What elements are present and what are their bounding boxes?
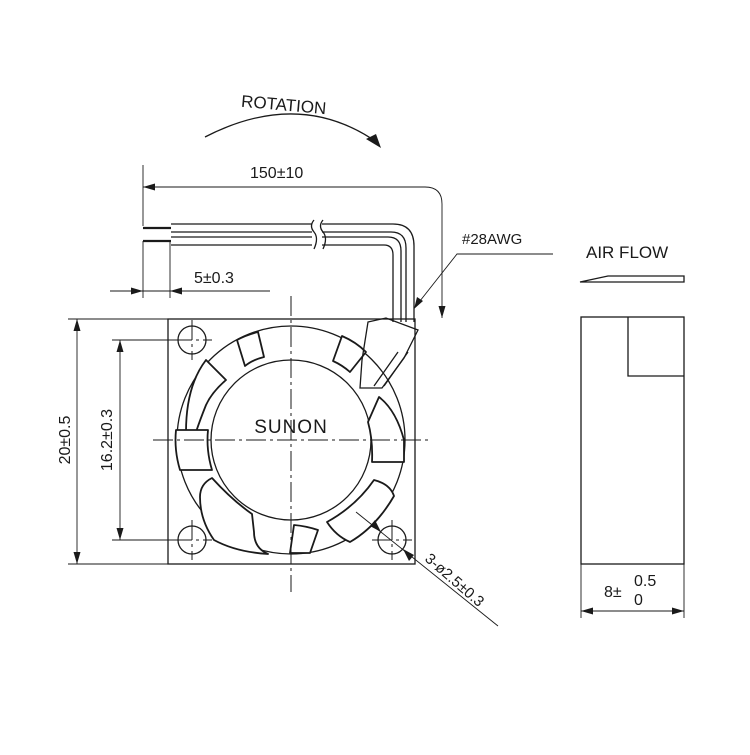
wire-exit-line-2 — [383, 351, 409, 387]
wire-gauge-arrowhead — [414, 297, 423, 309]
cable-length-label: 150±10 — [250, 165, 303, 182]
rotation-arrowhead — [366, 134, 381, 148]
cable-length-dimension: 150±10 — [142, 165, 446, 318]
fan-blade-6 — [289, 524, 319, 554]
wire-exit-line-1 — [373, 351, 399, 387]
brand-logo-text: SUNON — [254, 417, 328, 438]
mount-hole-callout: 3-ø2.5±0.3 — [355, 511, 499, 627]
air-flow-indicator: AIR FLOW — [579, 243, 685, 283]
rotation-arc — [204, 113, 379, 144]
side-view-body — [580, 316, 685, 565]
wire-gauge-callout: #28AWG — [414, 231, 553, 309]
mount-hole-arrow-1 — [370, 520, 381, 532]
wire-2-inner — [171, 244, 394, 322]
wire-1-inner — [171, 231, 407, 322]
wire-2-outer — [171, 236, 402, 322]
fan-front-view: SUNON — [153, 296, 432, 592]
wire-spacing-arrow-right — [170, 287, 182, 295]
hole-pitch-label: 16.2±0.3 — [99, 409, 116, 471]
thickness-arrow-right — [672, 607, 684, 615]
mount-hole-arrow-2 — [403, 549, 414, 561]
wire-spacing-dimension: 5±0.3 — [110, 241, 270, 298]
cable-length-arrow-bottom — [438, 306, 446, 318]
thickness-arrow-left — [581, 607, 593, 615]
cable-length-arrow-left — [143, 183, 155, 191]
fan-blade-1 — [185, 359, 227, 433]
outer-size-arrow-bottom — [73, 552, 81, 564]
side-view-wire-notch — [627, 317, 684, 377]
fan-blade-7 — [199, 477, 269, 555]
fan-blade-3 — [332, 335, 367, 373]
lead-wires — [143, 219, 415, 322]
air-flow-label: AIR FLOW — [586, 243, 668, 262]
wire-spacing-arrow-left — [131, 287, 143, 295]
thickness-base-label: 8± — [604, 584, 622, 601]
mount-hole-label: 3-ø2.5±0.3 — [421, 550, 487, 610]
wire-gauge-label: #28AWG — [462, 231, 522, 248]
wire-1-outer — [171, 223, 415, 322]
hole-pitch-dimension: 16.2±0.3 — [99, 339, 176, 541]
outer-size-dimension: 20±0.5 — [57, 318, 168, 565]
hole-pitch-arrow-bottom — [116, 528, 124, 540]
thickness-lower-tolerance: 0 — [634, 592, 643, 609]
air-flow-arrow — [579, 275, 685, 283]
wire-exit-channel — [359, 317, 419, 389]
fan-blade-2 — [236, 331, 265, 367]
wire-gauge-leader — [415, 253, 553, 307]
fan-blade-8 — [174, 429, 213, 471]
fan-blade-5 — [326, 479, 395, 543]
fan-blade-4 — [367, 396, 405, 463]
outer-size-arrow-top — [73, 319, 81, 331]
outer-size-label: 20±0.5 — [57, 415, 74, 464]
cable-length-dimension-line — [143, 186, 443, 318]
thickness-upper-tolerance: 0.5 — [634, 573, 656, 590]
hole-pitch-arrow-top — [116, 340, 124, 352]
rotation-label: ROTATION — [240, 92, 327, 118]
rotation-indicator: ROTATION — [204, 92, 381, 148]
wire-spacing-label: 5±0.3 — [194, 270, 234, 287]
wire-break-right — [319, 219, 327, 250]
wire-break-left — [310, 219, 318, 250]
fan-side-view: 8± 0.5 0 — [580, 316, 685, 618]
